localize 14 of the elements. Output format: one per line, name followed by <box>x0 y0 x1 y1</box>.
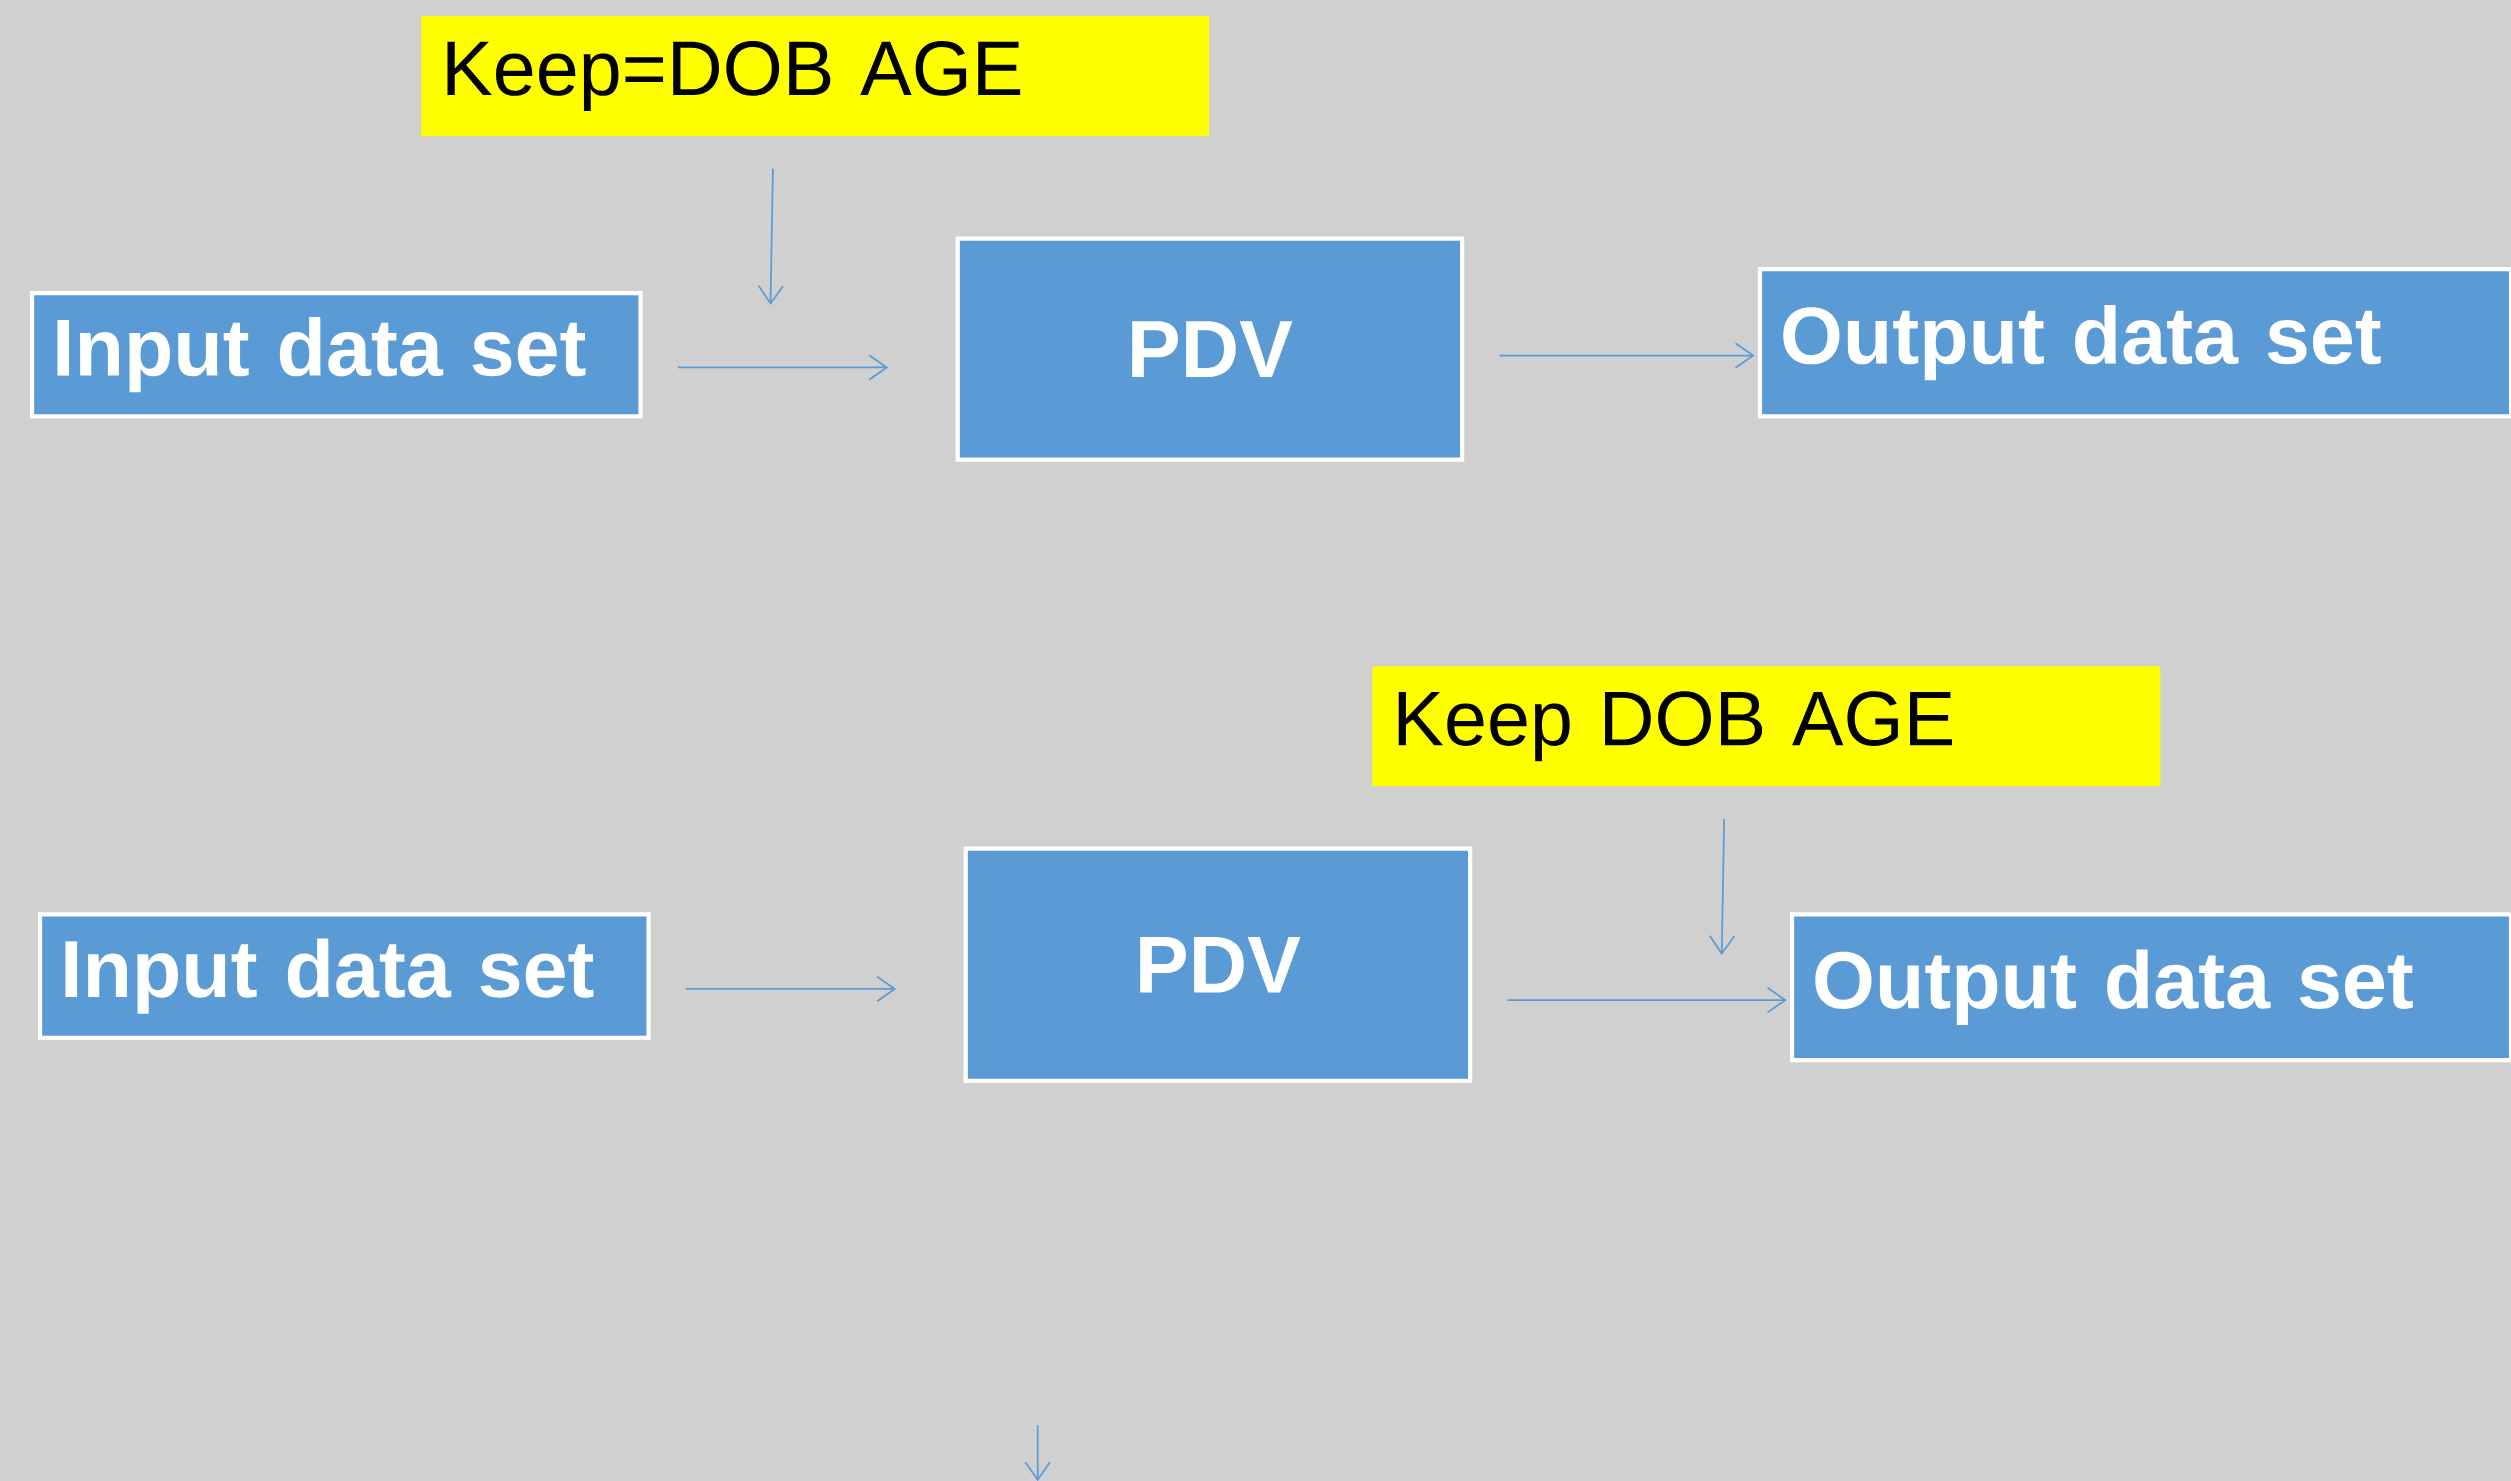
data-box: PDV <box>955 236 1465 462</box>
data-box: PDV <box>963 846 1473 1083</box>
arrow <box>1498 342 1755 369</box>
data-box: Output data set <box>1789 912 2511 1063</box>
arrow <box>1708 817 1736 955</box>
arrow <box>677 354 889 381</box>
arrow <box>757 167 785 305</box>
note-box: Keep=DOB AGE <box>421 15 1210 136</box>
data-box: Output data set <box>1757 266 2511 419</box>
data-box: Input data set <box>37 912 651 1040</box>
note-box: Keep DOB AGE <box>1372 666 2161 787</box>
arrow <box>685 975 897 1002</box>
arrow <box>1506 986 1787 1014</box>
data-box: Input data set <box>29 290 643 419</box>
